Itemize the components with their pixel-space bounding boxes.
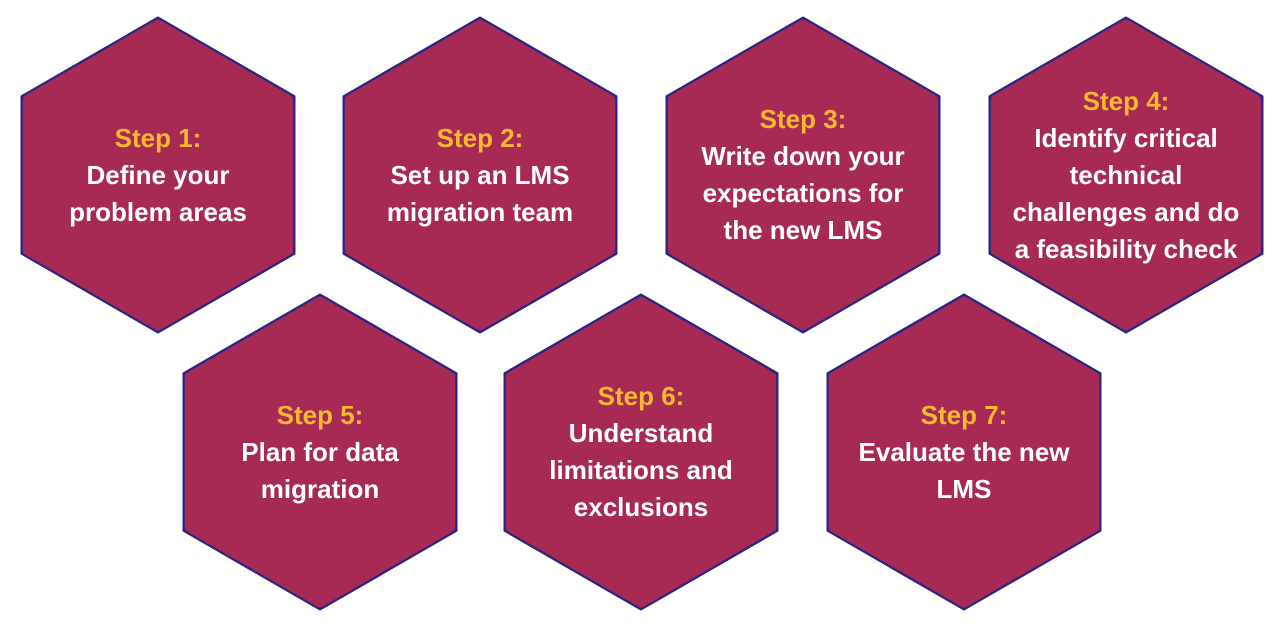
step-7-description-line: Evaluate the new (858, 436, 1070, 467)
step-3-description-line: the new LMS (723, 215, 883, 245)
step-3-description-line: Write down your (701, 141, 905, 171)
hexagon-step-1 (22, 20, 294, 330)
step-6-description-line: limitations and (549, 455, 733, 485)
hexagon-step-2 (344, 20, 616, 330)
step-7-label: Step 7: (920, 399, 1008, 430)
step-6-label: Step 6: (597, 381, 685, 411)
step-4-description-line: challenges and do (1012, 196, 1240, 227)
step-2-text: Step 2: Set up an LMS migration team (355, 65, 605, 285)
step-1-text: Step 1: Define your problem areas (33, 65, 283, 285)
step-1-description-line: Define your (86, 159, 230, 190)
step-4-text: Step 4: Identify critical technical challen… (1001, 65, 1251, 285)
step-6-description-line: exclusions (573, 492, 709, 522)
step-4-label: Step 4: (1082, 85, 1170, 116)
hexagon-step-6 (505, 297, 777, 607)
step-3-text: Step 3: Write down your expectations for th… (678, 65, 928, 285)
step-2-label: Step 2: (436, 122, 524, 153)
hexagon-step-7 (828, 297, 1100, 607)
step-7-description-line: LMS (936, 473, 992, 504)
hexagon-step-5 (184, 297, 456, 607)
step-4-description-line: technical (1069, 159, 1183, 190)
step-2-description-line: migration team (386, 196, 574, 227)
step-1-label: Step 1: (114, 122, 202, 153)
step-5-label: Step 5: (276, 399, 364, 430)
step-5-description-line: migration (260, 473, 380, 504)
step-6-text: Step 6: Understand limitations and exclusio… (516, 342, 766, 562)
step-1-description-line: problem areas (69, 196, 247, 227)
step-5-description-line: Plan for data (241, 436, 399, 467)
step-3-description-line: expectations for (702, 178, 904, 208)
hexagon-step-4 (990, 20, 1262, 330)
hexagon-step-3 (667, 20, 939, 330)
step-3-label: Step 3: (759, 104, 847, 134)
step-5-text: Step 5: Plan for data migration (195, 342, 445, 562)
step-4-description-line: Identify critical (1034, 122, 1218, 153)
step-6-description-line: Understand (568, 418, 714, 448)
step-4-description-line: a feasibility check (1014, 233, 1238, 264)
step-2-description-line: Set up an LMS (390, 159, 570, 190)
